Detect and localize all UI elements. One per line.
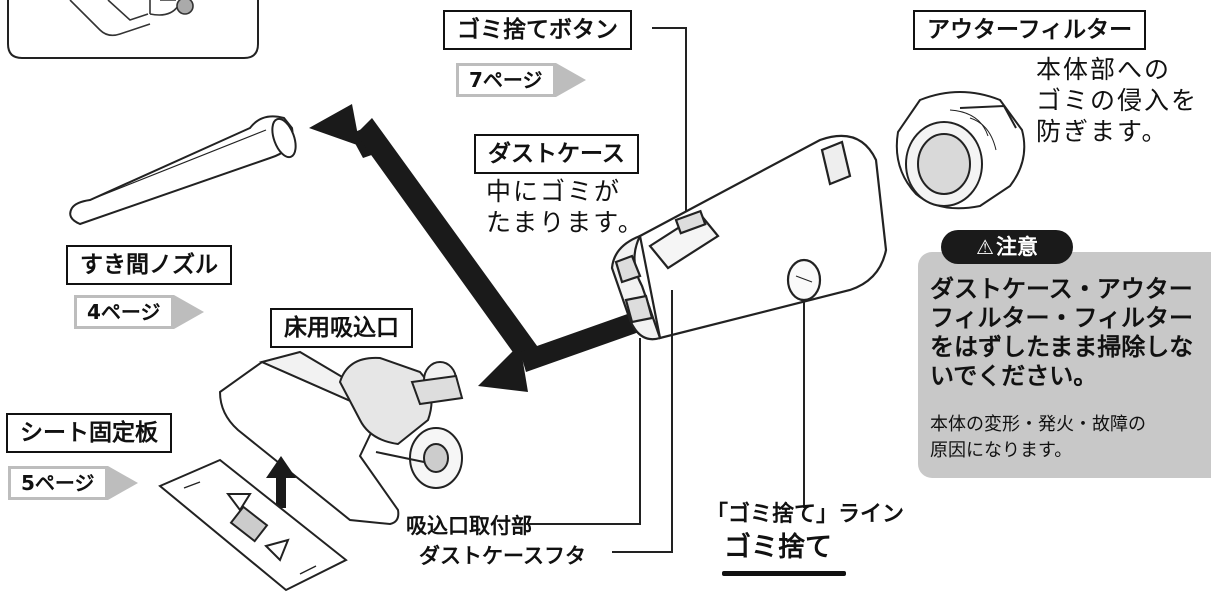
caution-panel: [918, 252, 1211, 478]
dust-case-illustration: [610, 134, 888, 341]
page-ref-label: 7ページ: [456, 63, 556, 97]
page-ref-label: 4ページ: [74, 295, 174, 329]
dust-line-marking: ゴミ捨て: [724, 532, 832, 563]
floor-nozzle-label: 床用吸込口: [270, 308, 413, 348]
sheet-plate-illustration: [158, 458, 348, 592]
page-ref-sheet-plate: 5ページ: [8, 466, 138, 500]
attachment-arrow-icon: [309, 104, 656, 392]
dust-case-lid-label: ダストケースフタ: [419, 544, 586, 568]
caution-title: 注意: [995, 235, 1038, 259]
page-ref-crevice-nozzle: 4ページ: [74, 295, 204, 329]
nozzle-thumbnail: [69, 0, 194, 37]
caution-body: ダストケース・アウター フィルター・フィルター をはずしたまま掃除しな いでくだ…: [930, 275, 1194, 390]
caution-note: 本体の変形・発火・故障の 原因になります。: [930, 414, 1146, 461]
crevice-nozzle-illustration: [69, 115, 297, 226]
intake-mount-leader: [526, 338, 641, 525]
intake-mount-label: 吸込口取付部: [406, 514, 532, 538]
page-arrow-icon: [173, 295, 204, 329]
outer-filter-description: 本体部への ゴミの侵入を 防ぎます。: [1036, 55, 1199, 146]
parts-box-outline: [7, 0, 259, 59]
dust-line-underline: [722, 571, 846, 576]
crevice-nozzle-label: すき間ノズル: [66, 245, 232, 285]
outer-filter-label: アウターフィルター: [913, 10, 1147, 50]
floor-nozzle-illustration: [218, 350, 464, 526]
dust-button-label: ゴミ捨てボタン: [443, 10, 632, 50]
page-ref-label: 5ページ: [8, 466, 108, 500]
dust-case-label: ダストケース: [474, 134, 639, 174]
caution-badge: ⚠注意: [941, 230, 1073, 264]
dust-line-label: 「ゴミ捨て」ライン: [706, 502, 905, 527]
outer-filter-illustration: [895, 91, 1026, 210]
up-arrow-icon: [266, 456, 296, 508]
page-ref-dust-button: 7ページ: [456, 63, 586, 97]
lid-leader: [612, 290, 673, 553]
page-arrow-icon: [107, 466, 138, 500]
warning-icon: ⚠: [976, 235, 994, 259]
dust-case-description: 中にゴミが たまります。: [486, 177, 645, 237]
sheet-plate-label: シート固定板: [6, 413, 172, 453]
page-arrow-icon: [555, 63, 586, 97]
